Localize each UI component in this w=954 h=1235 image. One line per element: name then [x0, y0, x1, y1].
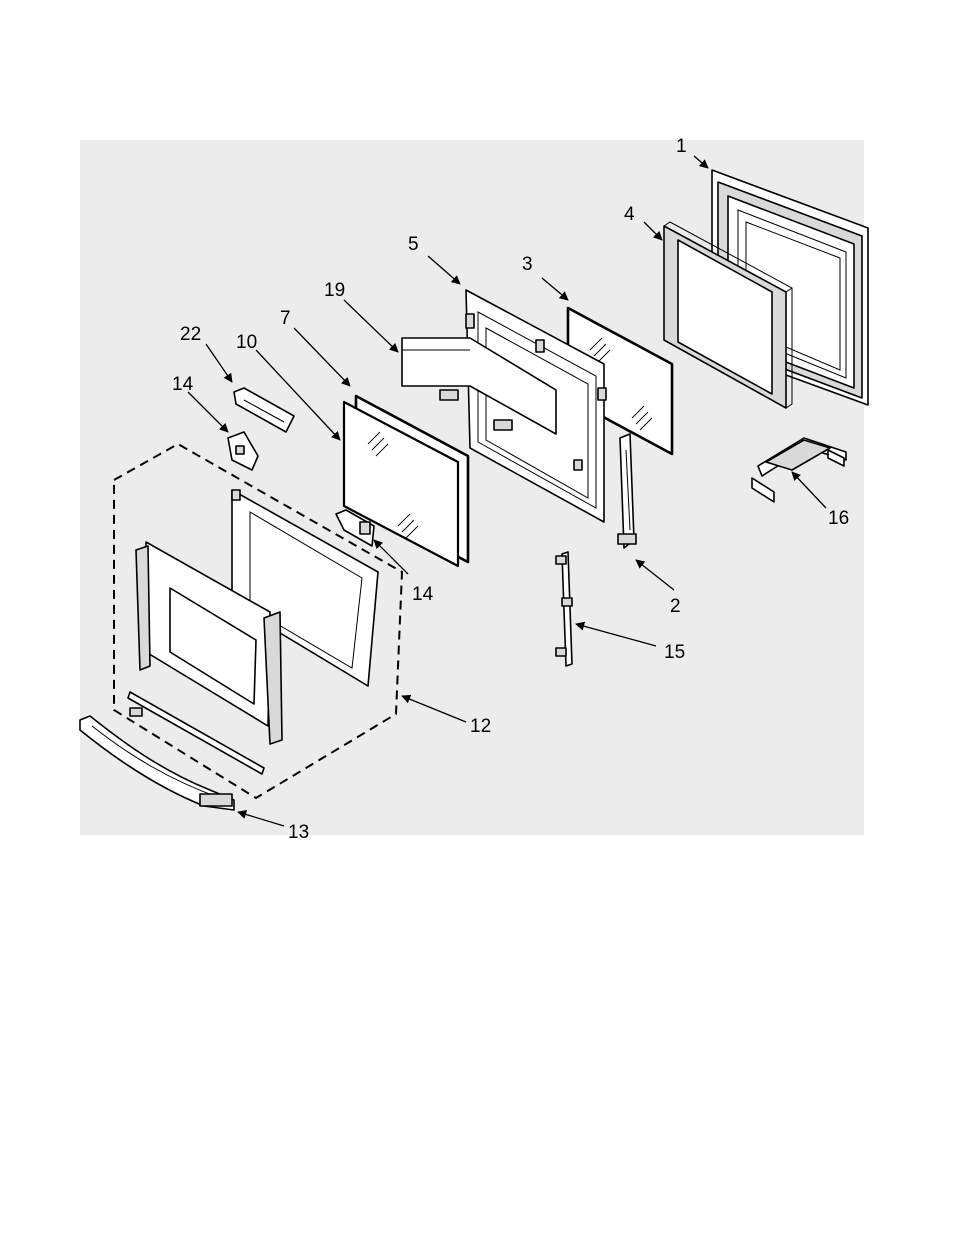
callout-19: 19 [324, 280, 345, 301]
callout-15: 15 [664, 642, 685, 663]
callout-13: 13 [288, 822, 309, 843]
part-15-latch-rod [556, 552, 572, 666]
part-2-hinge [618, 434, 636, 548]
part-13-door-handle [80, 716, 234, 810]
part-14-glass-clip-upper [228, 432, 258, 470]
callout-10: 10 [236, 332, 257, 353]
callout-3: 3 [522, 254, 533, 275]
callout-12: 12 [470, 716, 491, 737]
callout-22: 22 [180, 324, 201, 345]
callout-14-upper: 14 [172, 374, 194, 395]
callout-16: 16 [828, 508, 849, 529]
part-22-trim-strip [234, 388, 294, 432]
callout-2: 2 [670, 596, 681, 617]
callout-14-lower: 14 [412, 584, 434, 605]
callout-5: 5 [408, 234, 419, 255]
callout-1: 1 [676, 136, 687, 157]
part-16-hinge-bracket [752, 438, 846, 502]
callout-4: 4 [624, 204, 635, 225]
callout-7: 7 [280, 308, 291, 329]
